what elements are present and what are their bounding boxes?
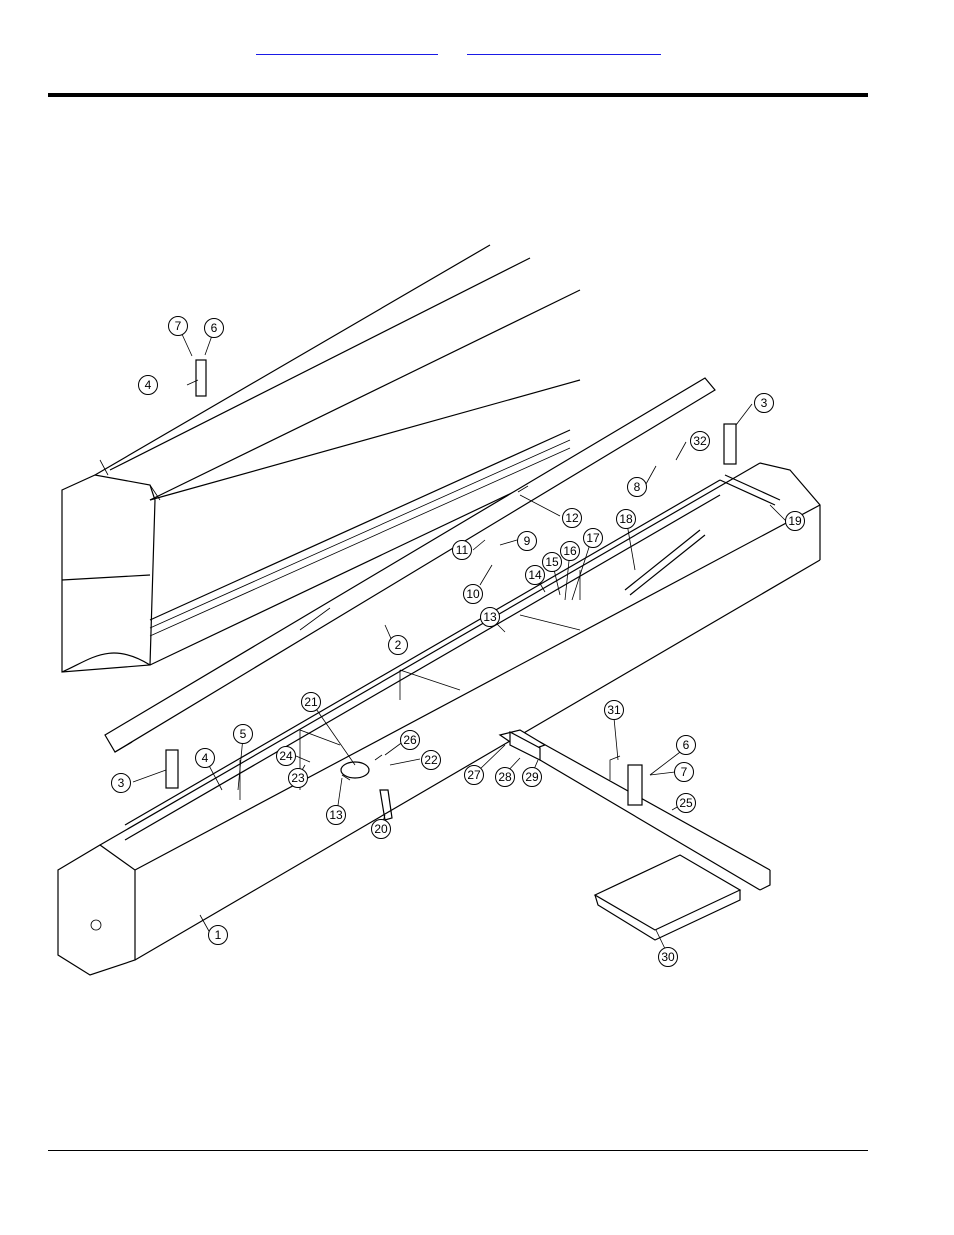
- handle: [719, 474, 781, 506]
- lid: [104, 377, 716, 753]
- callout-18[interactable]: 18: [616, 509, 636, 529]
- callout-27[interactable]: 27: [464, 765, 484, 785]
- bracket-right: [723, 423, 737, 465]
- callout-2[interactable]: 2: [388, 635, 408, 655]
- callout-13-upper[interactable]: 13: [480, 607, 500, 627]
- svg-text:5: 5: [240, 727, 247, 741]
- svg-text:24: 24: [279, 749, 293, 763]
- rod: [624, 529, 706, 596]
- svg-text:20: 20: [374, 822, 388, 836]
- svg-text:30: 30: [661, 950, 675, 964]
- callout-4-lower[interactable]: 4: [195, 748, 215, 768]
- svg-text:12: 12: [565, 511, 579, 525]
- main-box: [57, 462, 821, 976]
- svg-text:8: 8: [634, 480, 641, 494]
- callout-29[interactable]: 29: [522, 767, 542, 787]
- callout-22[interactable]: 22: [421, 750, 441, 770]
- callout-28[interactable]: 28: [495, 767, 515, 787]
- svg-text:23: 23: [291, 771, 305, 785]
- callout-13-lower[interactable]: 13: [326, 805, 346, 825]
- callout-10[interactable]: 10: [463, 584, 483, 604]
- callout-23[interactable]: 23: [288, 768, 308, 788]
- svg-text:6: 6: [683, 738, 690, 752]
- svg-text:26: 26: [403, 733, 417, 747]
- header-link-2[interactable]: [467, 38, 661, 55]
- svg-text:2: 2: [395, 638, 402, 652]
- svg-text:13: 13: [329, 808, 343, 822]
- svg-text:3: 3: [761, 396, 768, 410]
- hopper-body: [61, 244, 581, 673]
- svg-text:14: 14: [528, 568, 542, 582]
- callout-17[interactable]: 17: [583, 528, 603, 548]
- svg-text:19: 19: [788, 514, 802, 528]
- svg-text:15: 15: [545, 555, 559, 569]
- svg-text:28: 28: [498, 770, 512, 784]
- callout-16[interactable]: 16: [560, 541, 580, 561]
- svg-text:10: 10: [466, 587, 480, 601]
- svg-text:17: 17: [586, 531, 600, 545]
- callout-4-top[interactable]: 4: [138, 375, 158, 395]
- svg-text:11: 11: [456, 543, 469, 557]
- callout-9[interactable]: 9: [517, 531, 537, 551]
- svg-text:3: 3: [118, 776, 125, 790]
- callout-3-left[interactable]: 3: [111, 773, 131, 793]
- callout-21[interactable]: 21: [301, 692, 321, 712]
- callout-6-lower[interactable]: 6: [676, 735, 696, 755]
- callout-7-lower[interactable]: 7: [674, 762, 694, 782]
- callout-12[interactable]: 12: [562, 508, 582, 528]
- bracket-top: [195, 359, 207, 397]
- callout-30[interactable]: 30: [658, 947, 678, 967]
- callout-5[interactable]: 5: [233, 724, 253, 744]
- callout-20[interactable]: 20: [371, 819, 391, 839]
- svg-text:21: 21: [304, 695, 318, 709]
- callout-26[interactable]: 26: [400, 730, 420, 750]
- callout-1[interactable]: 1: [208, 925, 228, 945]
- svg-text:18: 18: [619, 512, 633, 526]
- header-rule: [48, 93, 868, 97]
- footer-rule: [48, 1150, 868, 1151]
- svg-text:7: 7: [681, 765, 688, 779]
- callout-7-top[interactable]: 7: [168, 316, 188, 336]
- svg-text:4: 4: [145, 378, 152, 392]
- fittings: [340, 754, 393, 821]
- callout-14[interactable]: 14: [525, 565, 545, 585]
- callout-25[interactable]: 25: [676, 793, 696, 813]
- svg-text:31: 31: [607, 703, 621, 717]
- header-link-1[interactable]: [256, 38, 438, 55]
- bracket-left: [165, 749, 179, 789]
- svg-text:32: 32: [693, 434, 707, 448]
- callout-6-top[interactable]: 6: [204, 318, 224, 338]
- callout-8[interactable]: 8: [627, 477, 647, 497]
- svg-text:22: 22: [424, 753, 438, 767]
- svg-text:9: 9: [524, 534, 531, 548]
- svg-text:25: 25: [679, 796, 693, 810]
- callout-24[interactable]: 24: [276, 746, 296, 766]
- svg-text:13: 13: [483, 610, 497, 624]
- callout-31[interactable]: 31: [604, 700, 624, 720]
- callout-11[interactable]: 11: [452, 540, 472, 560]
- callout-15[interactable]: 15: [542, 552, 562, 572]
- svg-text:7: 7: [175, 319, 182, 333]
- callout-3-right[interactable]: 3: [754, 393, 774, 413]
- svg-text:4: 4: [202, 751, 209, 765]
- svg-text:1: 1: [215, 928, 222, 942]
- svg-text:27: 27: [467, 768, 481, 782]
- svg-text:29: 29: [525, 770, 539, 784]
- svg-text:6: 6: [211, 321, 218, 335]
- svg-text:16: 16: [563, 544, 577, 558]
- step-assembly: [498, 729, 771, 941]
- callouts: 7 6 4 3 32 8 12 9 11 10 17 16 15 14 18 1…: [111, 316, 805, 967]
- callout-19[interactable]: 19: [785, 511, 805, 531]
- callout-32[interactable]: 32: [690, 431, 710, 451]
